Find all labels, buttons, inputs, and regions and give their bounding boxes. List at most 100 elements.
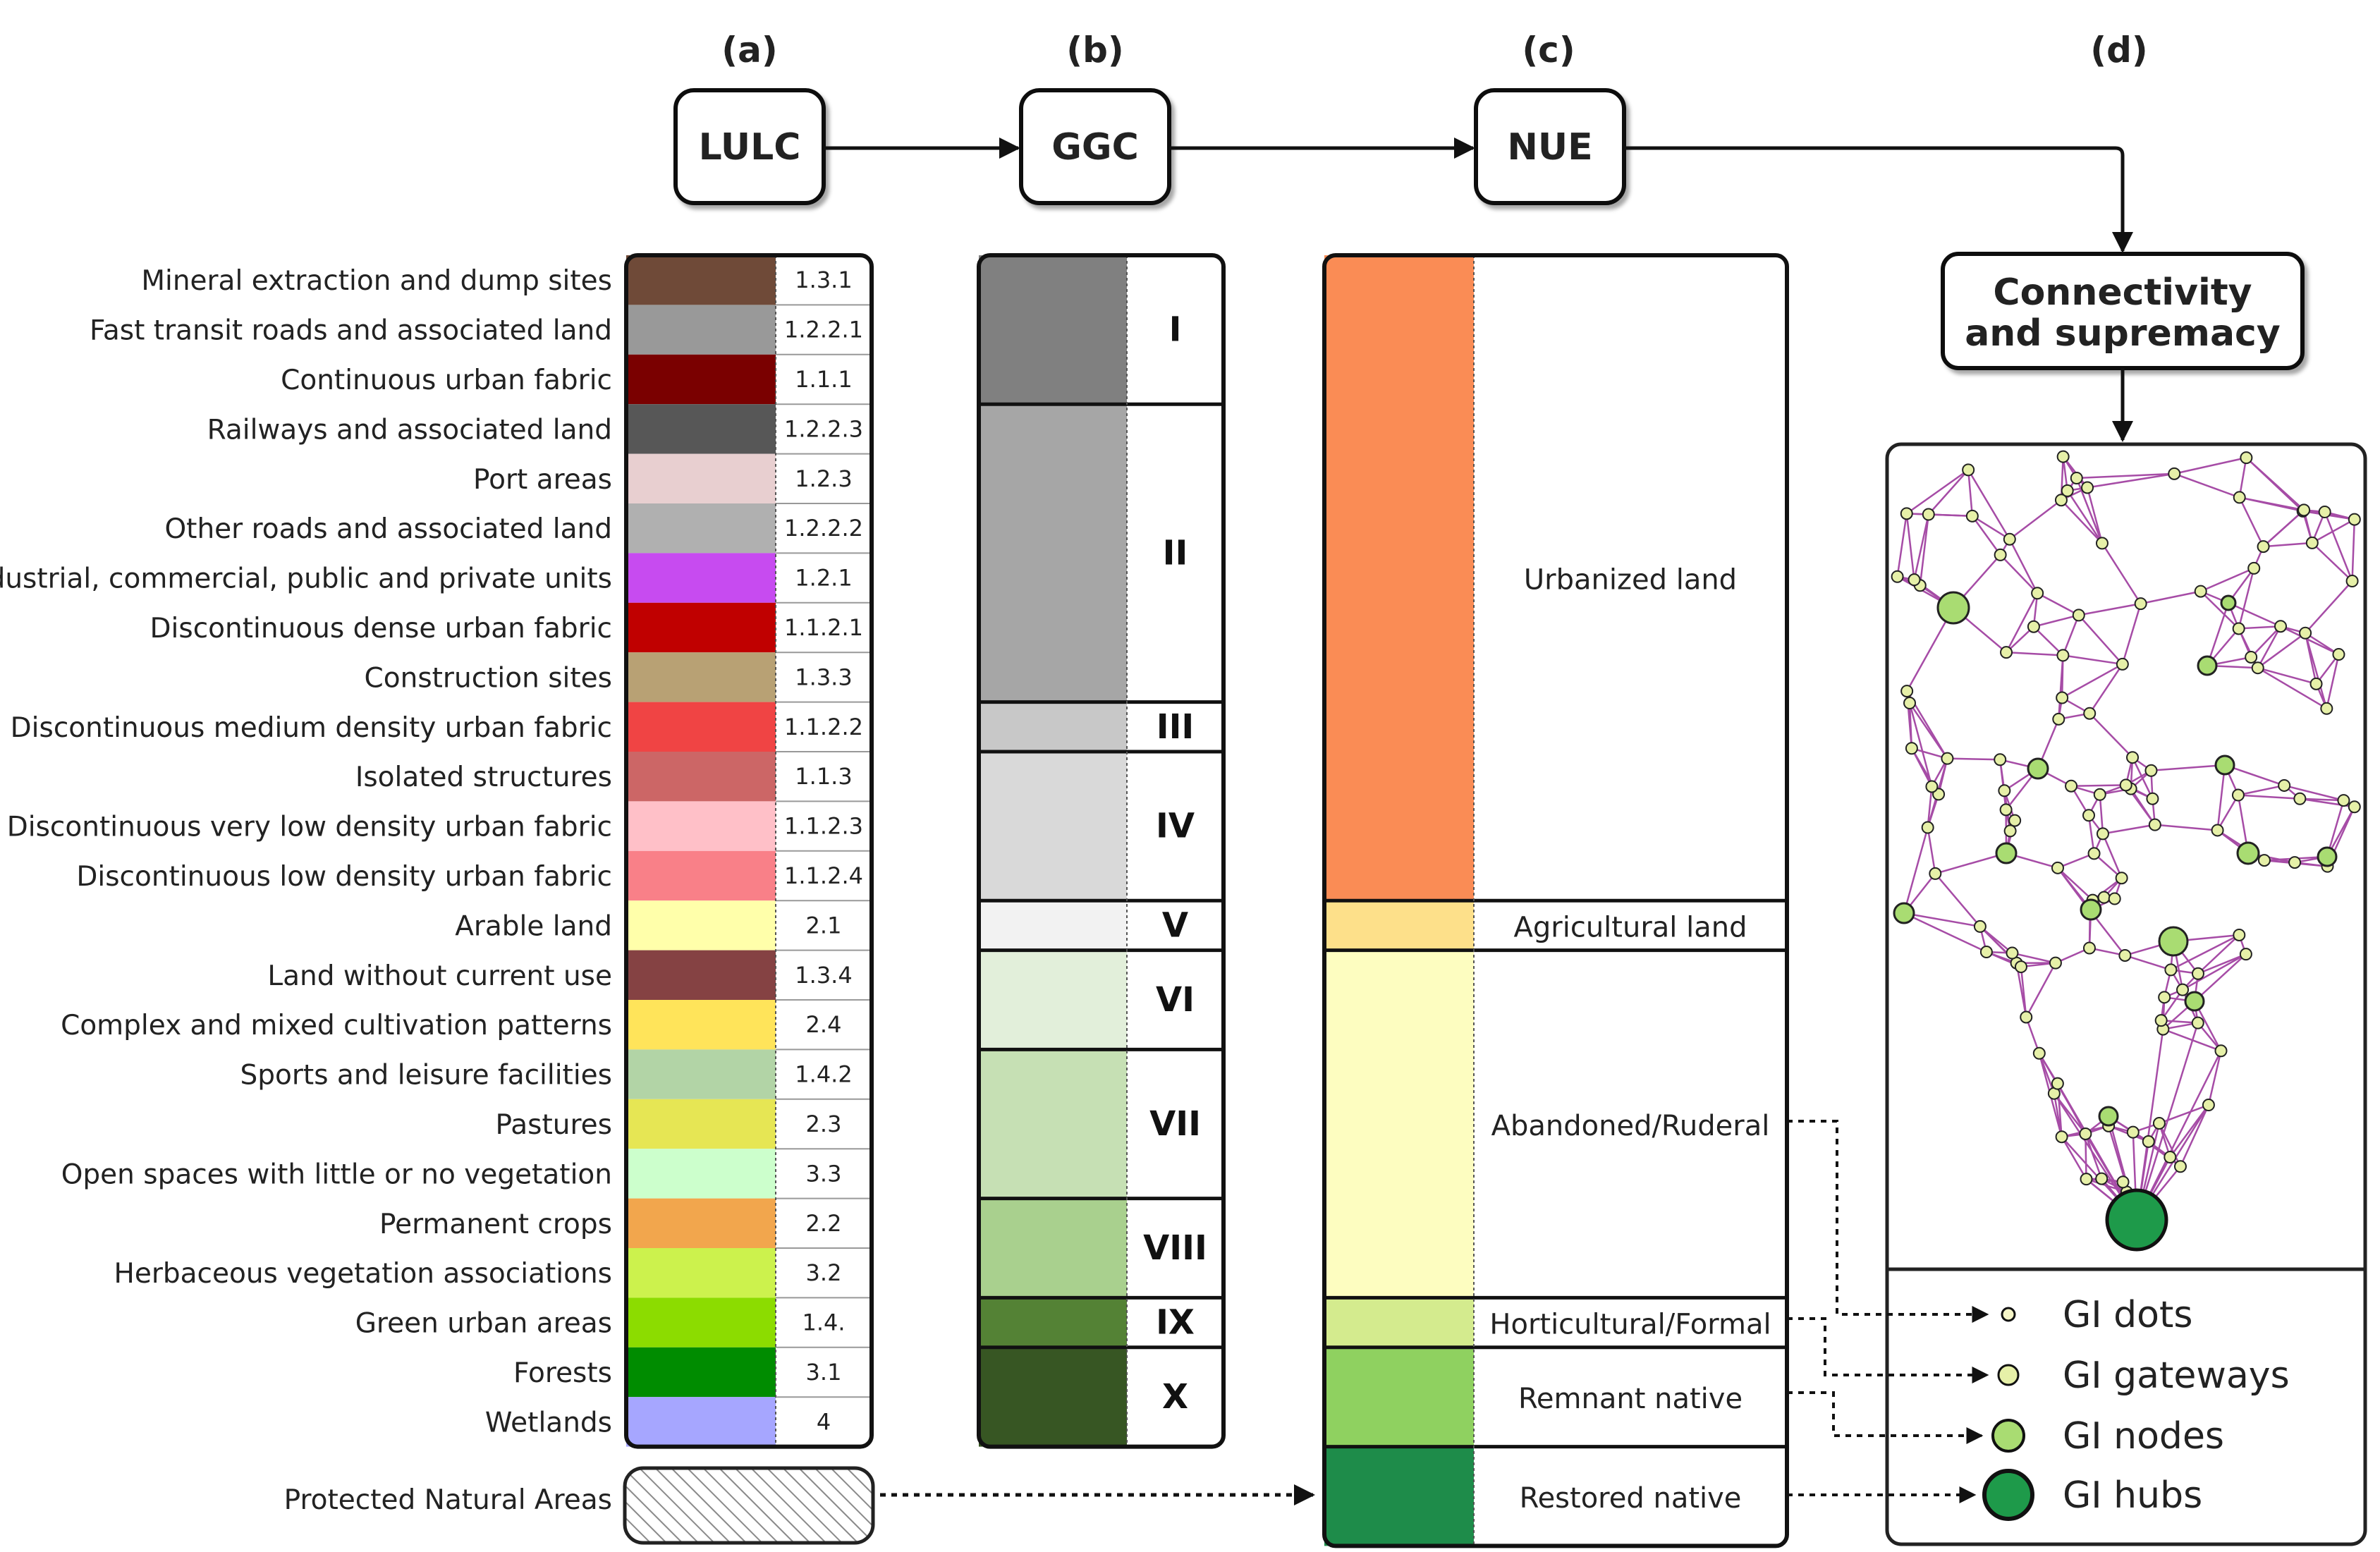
ggc-box: GGC	[1019, 88, 1171, 205]
lulc-swatch	[626, 1397, 776, 1447]
lulc-code-cell	[776, 1347, 872, 1398]
ggc_classes-swatch	[979, 1049, 1127, 1199]
nue_classes-swatch	[1324, 1446, 1474, 1546]
protected-areas-hatch	[623, 1466, 875, 1545]
network-gateway	[2065, 779, 2078, 793]
network-gateway	[2288, 856, 2302, 869]
lulc-swatch	[626, 950, 776, 1000]
lulc-swatch	[626, 850, 776, 901]
lulc-label: Complex and mixed cultivation patterns	[61, 1010, 612, 1041]
network-edge	[2326, 654, 2340, 709]
lulc-swatch	[626, 1248, 776, 1298]
ggc_classes-swatch	[979, 752, 1127, 901]
network-gateway	[2119, 778, 2132, 792]
network-edge	[1967, 470, 1974, 516]
network-edge	[2151, 764, 2226, 772]
ggc_classes-swatch	[979, 900, 1127, 951]
network-edge	[2089, 712, 2133, 759]
network-gateway	[2194, 585, 2207, 598]
network-edge	[2324, 511, 2353, 582]
network-edge	[2124, 954, 2171, 971]
network-node	[2184, 991, 2205, 1012]
connectivity-line1: Connectivity	[1993, 271, 2252, 314]
network-edge	[2280, 625, 2340, 656]
ggc_classes-swatch	[979, 404, 1127, 702]
network-gateway	[1994, 548, 2007, 561]
network-edge	[1967, 469, 2010, 540]
network-gateway	[2003, 824, 2017, 838]
network-edge	[2200, 567, 2254, 592]
network-edge	[2089, 664, 2123, 714]
network-gateway	[1921, 821, 1934, 834]
network-edge	[2238, 794, 2300, 800]
network-gateway	[2083, 707, 2097, 720]
network-gateway	[2214, 1044, 2228, 1058]
ggc_classes-label: VII	[1149, 1104, 1201, 1144]
ggc-border	[977, 253, 1226, 1449]
lulc-code-cell	[776, 801, 872, 851]
network-edge	[2087, 472, 2175, 489]
lulc-label: Industrial, commercial, public and priva…	[0, 563, 612, 595]
network-edge	[2061, 499, 2103, 544]
lulc-code: 2.2	[806, 1210, 842, 1237]
lulc-code-cell	[776, 404, 872, 454]
network-gateway	[2309, 677, 2323, 690]
ggc_classes-label-cell	[1127, 1297, 1223, 1348]
network-gateway	[1941, 752, 1954, 765]
nue_classes-label: Restored native	[1520, 1482, 1742, 1515]
lulc-code-cell	[776, 1099, 872, 1149]
network-edge	[2238, 784, 2285, 796]
lulc-box: LULC	[673, 88, 826, 205]
lulc-code-cell	[776, 354, 872, 405]
ggc_classes-label: V	[1162, 905, 1188, 945]
lulc-swatch	[626, 1198, 776, 1248]
lulc-swatch	[626, 702, 776, 752]
nue_classes-label-cell	[1474, 900, 1787, 951]
network-gateway	[2118, 948, 2132, 962]
lulc-swatch	[626, 752, 776, 802]
lulc-code: 3.2	[806, 1259, 842, 1286]
network-gateway	[2232, 622, 2245, 635]
network-gateway	[2318, 506, 2331, 519]
network-gateway	[2049, 956, 2062, 970]
panel-label-c: (c)	[1522, 30, 1575, 71]
arrow-nue-connectivity	[1624, 146, 2133, 253]
lulc-code: 2.4	[806, 1011, 842, 1038]
network-gateway	[2056, 649, 2070, 662]
network-edge	[2263, 542, 2312, 548]
lulc-code: 1.1.1	[795, 366, 852, 393]
network-gateway	[1998, 784, 2011, 798]
network-gateway	[2081, 481, 2094, 494]
network-gateway	[2006, 946, 2019, 960]
network-gateway	[2211, 824, 2224, 837]
network-gateway	[2082, 941, 2096, 955]
network-gateway	[2097, 891, 2111, 904]
network-gateway	[1925, 780, 1939, 793]
nue_classes-label: Agricultural land	[1514, 911, 1747, 943]
network-edge	[2140, 590, 2201, 605]
lulc-code: 2.1	[806, 912, 842, 939]
lulc-label: Permanent crops	[379, 1209, 612, 1240]
network-edge	[2066, 490, 2104, 544]
network-gateway	[2251, 661, 2264, 675]
ggc-box-label: GGC	[1051, 126, 1139, 169]
lulc-label: Discontinuous very low density urban fab…	[7, 812, 612, 843]
network-gateway	[2082, 809, 2096, 822]
network-gateway	[1965, 509, 1979, 523]
network-edge	[1919, 514, 1930, 586]
network-gateway	[2257, 540, 2270, 554]
network-gateway	[2126, 1125, 2140, 1139]
network-gateway	[2297, 503, 2311, 517]
network-node	[1936, 591, 1970, 625]
network-edge	[2224, 764, 2285, 787]
network-edge	[1972, 515, 2010, 540]
network-gateway	[2056, 450, 2070, 463]
legend-marker	[2001, 1307, 2016, 1322]
network-gateway	[2202, 1099, 2215, 1112]
network-edge	[1906, 469, 1969, 515]
lulc-label: Construction sites	[365, 662, 612, 694]
legend-marker	[1982, 1469, 2034, 1521]
network-gateway	[2247, 561, 2261, 575]
network-gateway	[2134, 597, 2147, 611]
